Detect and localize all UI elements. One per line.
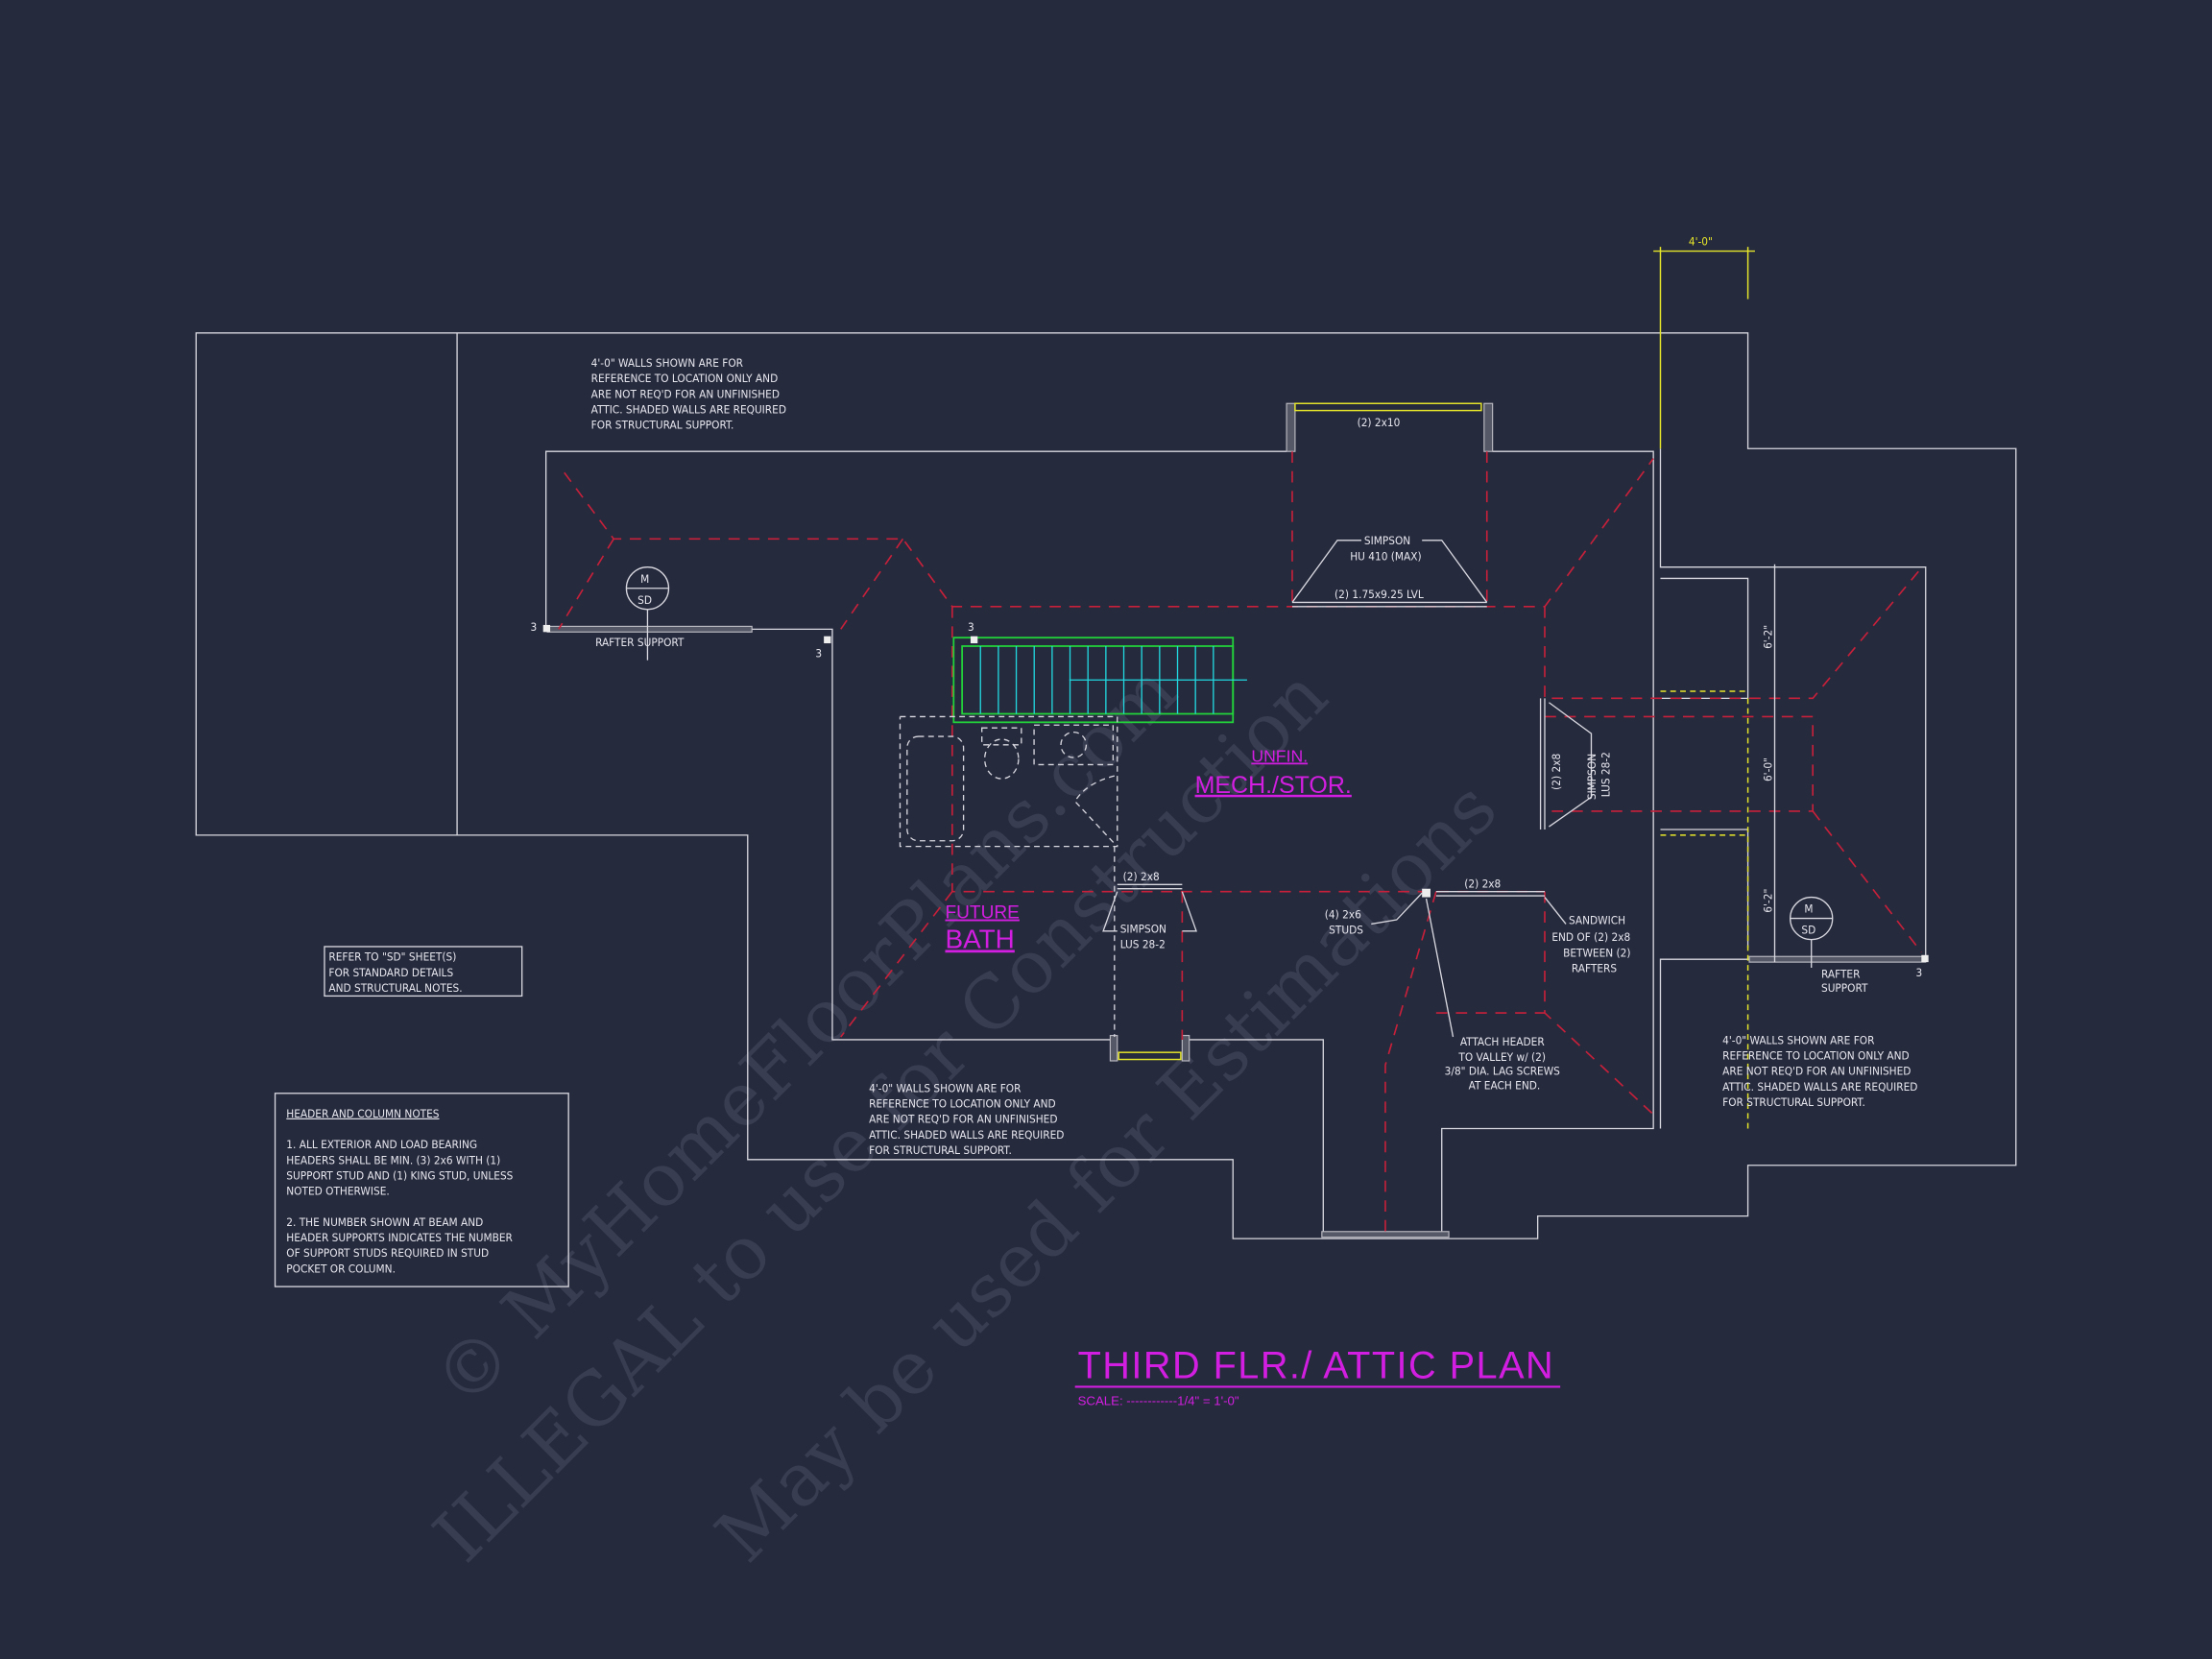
simpson-label: SIMPSON bbox=[1120, 922, 1166, 935]
note-line: FOR STRUCTURAL SUPPORT. bbox=[1722, 1095, 1865, 1109]
stud-count: 3 bbox=[968, 620, 974, 634]
note-line: 2. THE NUMBER SHOWN AT BEAM AND bbox=[286, 1215, 483, 1229]
note-right: 4'-0" WALLS SHOWN ARE FOR REFERENCE TO L… bbox=[1722, 1033, 1917, 1109]
rafter-support-label: SUPPORT bbox=[1821, 981, 1868, 995]
note-line: ATTIC. SHADED WALLS ARE REQUIRED bbox=[591, 403, 786, 417]
attach-header-note: TO VALLEY w/ (2) bbox=[1457, 1050, 1546, 1064]
note-line: REFERENCE TO LOCATION ONLY AND bbox=[591, 372, 779, 385]
stair: 3 bbox=[952, 620, 1247, 724]
smoke-detector-m: M bbox=[640, 572, 649, 586]
future-bath-layout bbox=[899, 715, 1118, 1038]
drawing-scale: SCALE: ------------1/4" = 1'-0" bbox=[1078, 1394, 1239, 1408]
note-line: 4'-0" WALLS SHOWN ARE FOR bbox=[869, 1081, 1022, 1094]
sink bbox=[1060, 731, 1088, 758]
note-bottom-center: 4'-0" WALLS SHOWN ARE FOR REFERENCE TO L… bbox=[869, 1081, 1064, 1157]
note-line: AND STRUCTURAL NOTES. bbox=[328, 981, 462, 995]
simpson-label: SIMPSON bbox=[1585, 754, 1599, 800]
rafter-support-wall bbox=[546, 625, 753, 633]
room-label-mech-stor: MECH./STOR. bbox=[1195, 772, 1352, 799]
note-line: REFERENCE TO LOCATION ONLY AND bbox=[1722, 1049, 1910, 1063]
note-line: SUPPORT STUD AND (1) KING STUD, UNLESS bbox=[286, 1168, 513, 1182]
window bbox=[1294, 402, 1482, 412]
exterior-walls bbox=[195, 332, 2017, 1239]
smoke-detector-m: M bbox=[1804, 902, 1813, 916]
stud-count: 3 bbox=[815, 647, 822, 661]
note-line: ARE NOT REQ'D FOR AN UNFINISHED bbox=[591, 387, 780, 400]
note-line: 4'-0" WALLS SHOWN ARE FOR bbox=[591, 356, 744, 370]
studs-label: (4) 2x6 bbox=[1325, 908, 1361, 922]
sandwich-note: SANDWICH bbox=[1569, 913, 1625, 926]
note-line: FOR STRUCTURAL SUPPORT. bbox=[591, 419, 734, 432]
note-line: HEADERS SHALL BE MIN. (3) 2x6 WITH (1) bbox=[286, 1153, 500, 1166]
toilet-tank bbox=[981, 727, 1022, 746]
room-label-unfin: UNFIN. bbox=[1251, 746, 1308, 765]
dimension-right-middle: 6'-0" bbox=[1762, 757, 1775, 781]
studs-label: STUDS bbox=[1329, 924, 1363, 937]
notes-title: HEADER AND COLUMN NOTES bbox=[286, 1107, 439, 1120]
simpson-label: SIMPSON bbox=[1364, 534, 1410, 547]
header-2x8-label: (2) 2x8 bbox=[1550, 754, 1563, 790]
smoke-detector: M SD bbox=[1790, 896, 1834, 969]
dimension-right-upper: 6'-2" bbox=[1762, 625, 1775, 649]
sandwich-note: RAFTERS bbox=[1572, 961, 1617, 974]
attach-header-note: AT EACH END. bbox=[1469, 1078, 1541, 1092]
smoke-detector-sd: SD bbox=[1801, 924, 1815, 937]
drawing-title-block: THIRD FLR./ ATTIC PLAN SCALE: ----------… bbox=[1074, 1345, 1561, 1408]
note-line: OF SUPPORT STUDS REQUIRED IN STUD bbox=[286, 1246, 489, 1260]
hu410-label: HU 410 (MAX) bbox=[1350, 549, 1421, 563]
beams bbox=[542, 540, 1929, 1038]
sandwich-note: BETWEEN (2) bbox=[1563, 946, 1630, 959]
dimension-top: 4'-0" bbox=[1689, 235, 1713, 249]
dimension-lines: 4'-0" 6'-2" 6'-0" 6'-2" bbox=[1653, 235, 1776, 1129]
note-top-left: 4'-0" WALLS SHOWN ARE FOR REFERENCE TO L… bbox=[591, 356, 786, 432]
header-column-notes: HEADER AND COLUMN NOTES 1. ALL EXTERIOR … bbox=[274, 1093, 569, 1287]
stud-count: 3 bbox=[1915, 966, 1922, 979]
rafter-support-label: RAFTER bbox=[1821, 967, 1861, 980]
room-label-bath: BATH bbox=[945, 924, 1014, 953]
toilet-bowl bbox=[983, 738, 1020, 780]
rafter-support-label: RAFTER SUPPORT bbox=[595, 636, 685, 649]
lvl-beam-label: (2) 1.75x9.25 LVL bbox=[1334, 588, 1424, 601]
sandwich-note: END OF (2) 2x8 bbox=[1551, 930, 1630, 944]
note-line: POCKET OR COLUMN. bbox=[286, 1262, 396, 1275]
lus-label: LUS 28-2 bbox=[1599, 752, 1613, 797]
note-line: ARE NOT REQ'D FOR AN UNFINISHED bbox=[1722, 1065, 1911, 1078]
window bbox=[1118, 1051, 1182, 1061]
smoke-detector-sd: SD bbox=[637, 593, 652, 607]
note-line: ATTIC. SHADED WALLS ARE REQUIRED bbox=[869, 1128, 1064, 1142]
note-line: ATTIC. SHADED WALLS ARE REQUIRED bbox=[1722, 1080, 1917, 1094]
room-label-future: FUTURE bbox=[945, 903, 1019, 924]
attach-header-note: ATTACH HEADER bbox=[1460, 1035, 1546, 1048]
watermark-line-1: © MyHomeFloorPlans.com bbox=[418, 648, 1193, 1424]
smoke-detector: M SD bbox=[625, 566, 670, 661]
refer-sd-box: REFER TO "SD" SHEET(S) FOR STANDARD DETA… bbox=[324, 946, 523, 998]
drawing-title: THIRD FLR./ ATTIC PLAN bbox=[1078, 1345, 1555, 1387]
attach-header-note: 3/8" DIA. LAG SCREWS bbox=[1445, 1065, 1561, 1078]
plan-labels: 3 3 3 RAFTER SUPPORT RAFTER SUPPORT (2) … bbox=[530, 416, 1922, 1093]
note-line: HEADER SUPPORTS INDICATES THE NUMBER bbox=[286, 1231, 513, 1244]
note-line: FOR STANDARD DETAILS bbox=[328, 966, 453, 979]
rafter-support-wall bbox=[1748, 955, 1927, 963]
stud-count: 3 bbox=[530, 620, 537, 634]
header-2x10-label: (2) 2x10 bbox=[1358, 416, 1401, 429]
roof-ridge-lines bbox=[558, 451, 1922, 1237]
note-line: 1. ALL EXTERIOR AND LOAD BEARING bbox=[286, 1138, 477, 1151]
note-line: REFER TO "SD" SHEET(S) bbox=[328, 950, 456, 964]
header-2x8-label: (2) 2x8 bbox=[1464, 877, 1501, 890]
header-2x8-label: (2) 2x8 bbox=[1123, 870, 1160, 883]
note-line: REFERENCE TO LOCATION ONLY AND bbox=[869, 1096, 1056, 1110]
note-line: ARE NOT REQ'D FOR AN UNFINISHED bbox=[869, 1113, 1057, 1126]
note-line: FOR STRUCTURAL SUPPORT. bbox=[869, 1143, 1012, 1157]
bathtub bbox=[906, 735, 965, 842]
lus-label: LUS 28-2 bbox=[1120, 937, 1166, 950]
dimension-right-lower: 6'-2" bbox=[1762, 889, 1775, 913]
note-line: NOTED OTHERWISE. bbox=[286, 1185, 389, 1198]
note-line: 4'-0" WALLS SHOWN ARE FOR bbox=[1722, 1033, 1875, 1046]
